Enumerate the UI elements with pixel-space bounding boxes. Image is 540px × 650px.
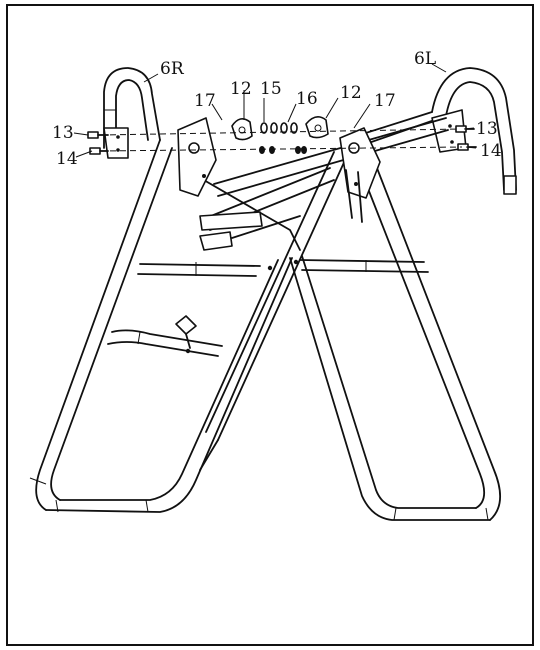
crossbar-lower-left <box>107 315 223 357</box>
leader-lines <box>73 63 477 158</box>
crossbar-upper-left <box>137 262 273 277</box>
center-beam <box>177 117 449 251</box>
hardware-12-right <box>305 116 329 139</box>
label-13-right: 13 <box>476 119 498 139</box>
label-13-left: 13 <box>52 123 74 143</box>
label-16: 16 <box>296 89 318 109</box>
assembly-axis-upper <box>99 128 461 136</box>
crossbar-upper-right <box>293 259 429 273</box>
label-15: 15 <box>260 79 282 99</box>
label-14-left: 14 <box>56 149 78 169</box>
hardware-washers <box>259 122 307 154</box>
label-14-right: 14 <box>480 141 502 161</box>
label-12-right: 12 <box>340 83 362 103</box>
frame-leg-6r <box>29 67 301 513</box>
label-6r: 6R <box>160 59 185 79</box>
label-17-left: 17 <box>194 91 216 111</box>
label-6l: 6L <box>414 49 436 69</box>
assembly-axis-lower <box>99 146 463 152</box>
label-12-left: 12 <box>230 79 252 99</box>
label-17-right: 17 <box>374 91 396 111</box>
hardware-12-left <box>231 118 253 141</box>
